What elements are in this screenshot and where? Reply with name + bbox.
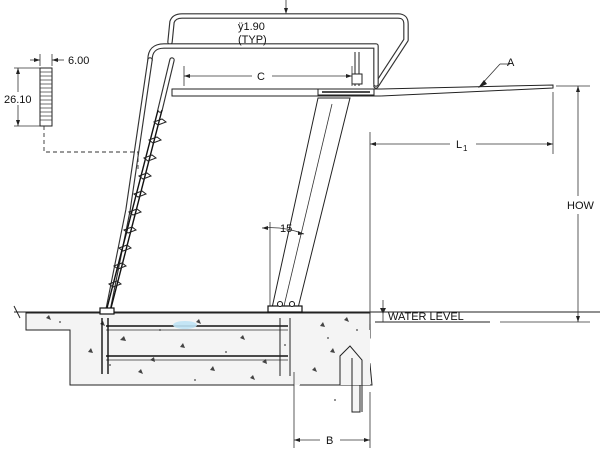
pedestal-strut <box>267 97 351 313</box>
water-level-marker: WATER LEVEL <box>375 300 490 323</box>
dim-l1-label: L <box>456 139 462 151</box>
angle-15-label: 15 <box>280 223 292 235</box>
dim-l1-subscript: 1 <box>463 144 468 153</box>
rail-diameter-label: ÿ1.90 <box>238 21 265 33</box>
tread-detail: 6.00 26.10 <box>4 54 139 172</box>
rail-typ-label: (TYP) <box>238 34 267 46</box>
handrails <box>105 13 409 313</box>
anchor-bars <box>101 318 291 376</box>
water-level-label: WATER LEVEL <box>388 311 464 323</box>
dim-c: C <box>183 66 353 86</box>
callout-a-label: A <box>507 57 515 69</box>
ladder <box>99 109 168 315</box>
angle-15: 15 <box>261 222 305 306</box>
dim-how-label: HOW <box>567 200 595 212</box>
diving-board <box>171 84 554 97</box>
callout-a: A <box>478 57 515 88</box>
dim-b-label: B <box>326 435 333 447</box>
dim-b: B <box>293 372 371 448</box>
rail-diameter-callout: ÿ1.90 (TYP) <box>238 0 288 46</box>
concrete-aggregate <box>46 315 358 401</box>
ladder-treads <box>107 118 168 288</box>
concrete-footing <box>25 312 373 413</box>
dim-6-label: 6.00 <box>68 55 89 67</box>
dim-26-10-label: 26.10 <box>4 94 32 106</box>
dim-l1: L 1 <box>369 92 554 324</box>
dim-c-label: C <box>257 71 265 83</box>
dim-how: HOW <box>500 85 595 323</box>
